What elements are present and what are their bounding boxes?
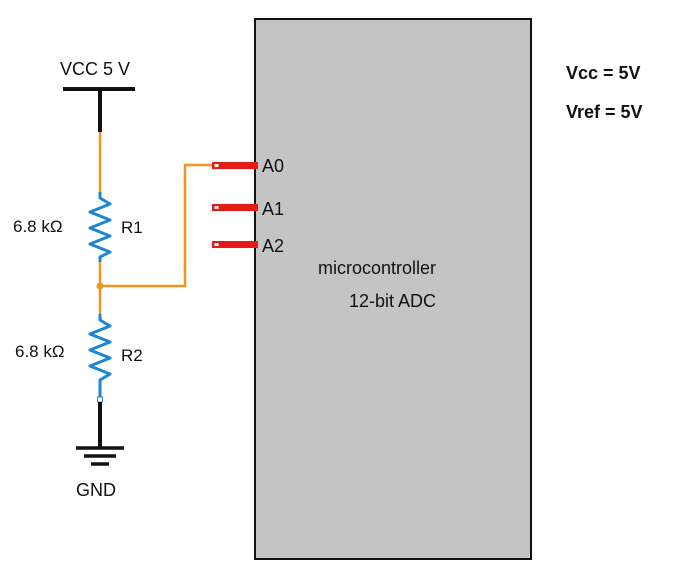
pin-a2-terminal (213, 242, 220, 247)
r1-value-label: 6.8 kΩ (13, 217, 63, 236)
microcontroller-title: microcontroller (318, 258, 437, 278)
pin-a1-label: A1 (262, 199, 285, 219)
r2-value-label: 6.8 kΩ (15, 342, 65, 361)
pin-a2 (212, 241, 258, 248)
pin-a0-terminal (213, 163, 220, 168)
ground-label: GND (76, 480, 116, 500)
junction-dot (96, 282, 104, 290)
r2-terminal (97, 396, 103, 403)
r1-name-label: R1 (121, 218, 143, 237)
resistor-r1 (88, 192, 112, 262)
r2-name-label: R2 (121, 346, 143, 365)
vref-note: Vref = 5V (566, 102, 643, 122)
resistor-r2 (88, 314, 112, 398)
pin-a1-terminal (213, 205, 220, 210)
vcc-label: VCC 5 V (60, 59, 131, 79)
microcontroller-body (254, 18, 532, 560)
pin-a2-label: A2 (262, 236, 285, 256)
pin-a0 (212, 162, 258, 169)
vcc-note: Vcc = 5V (566, 63, 641, 83)
microcontroller-subtitle: 12-bit ADC (349, 291, 437, 311)
pin-a0-label: A0 (262, 156, 285, 176)
wire-node-to-a0 (100, 163, 217, 288)
pin-a1 (212, 204, 258, 211)
